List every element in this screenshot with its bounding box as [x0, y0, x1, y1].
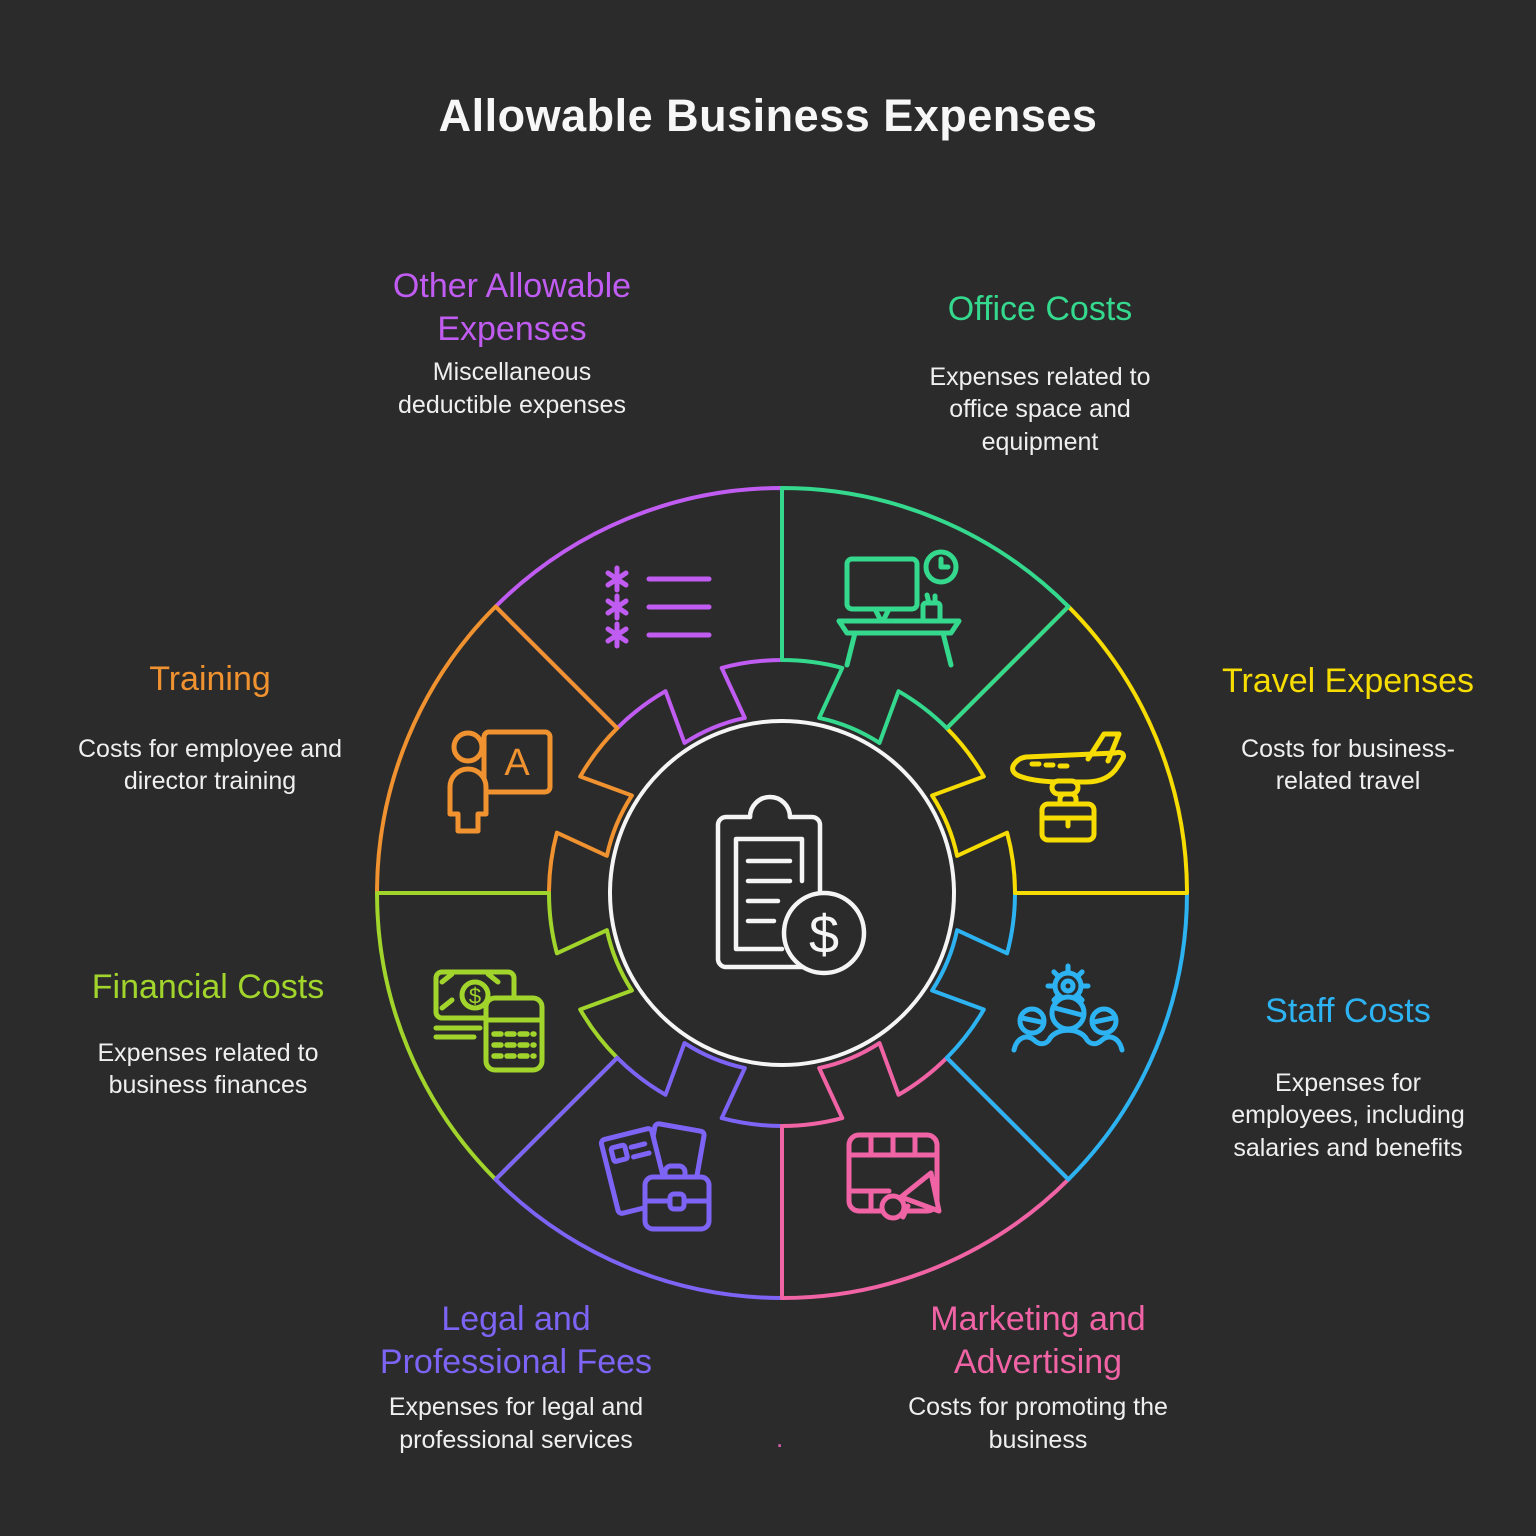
board-letter: A — [504, 742, 530, 784]
segment-desc-legal: Expenses for legal and professional serv… — [388, 1393, 644, 1454]
segment-text-other: Other Allowable Expenses Miscellaneous d… — [292, 265, 732, 421]
asterisk-list-icon — [605, 565, 712, 649]
clock-hands — [938, 556, 951, 570]
segment-text-training: Training Costs for employee and director… — [25, 658, 395, 798]
billboard-megaphone-icon — [846, 1132, 942, 1221]
megaphone-handle — [900, 1203, 911, 1220]
billboard-cells-top — [868, 1132, 918, 1158]
airplane-briefcase-icon — [1010, 731, 1126, 843]
sector-training — [375, 604, 634, 895]
clipboard-lines — [745, 858, 793, 924]
asterisk-2 — [605, 593, 629, 621]
plane-windows — [1029, 761, 1070, 769]
documents-briefcase-icon — [598, 1121, 712, 1232]
briefcase-handle — [662, 1163, 688, 1180]
trainer-body — [447, 766, 489, 834]
segment-text-staff: Staff Costs Expenses for employees, incl… — [1166, 990, 1530, 1164]
team-shoulders — [1011, 1027, 1125, 1053]
briefcase — [1039, 801, 1097, 843]
person-right-hair — [1091, 1015, 1116, 1025]
office-desk-icon — [836, 549, 962, 668]
person-center-hair — [1052, 1005, 1085, 1018]
page-title: Allowable Business Expenses — [438, 90, 1098, 141]
sector-office — [780, 486, 1071, 745]
trainer-board-icon: A — [447, 729, 553, 834]
briefcase-lock — [667, 1191, 687, 1212]
banknote-corners — [439, 971, 501, 1011]
clipboard-clip — [747, 794, 793, 820]
person-left-hair — [1019, 1015, 1044, 1025]
calculator-buttons — [491, 1031, 537, 1059]
segment-label-financial: Financial Costs — [91, 968, 325, 1006]
money-stack-lines — [433, 1025, 483, 1040]
stray-dot: . — [776, 1423, 784, 1453]
segment-desc-financial: Expenses related to business finances — [97, 1038, 319, 1100]
document-details — [608, 1141, 652, 1164]
segment-desc-staff: Expenses for employees, including salari… — [1231, 1068, 1465, 1162]
segment-desc-marketing: Costs for promoting the business — [908, 1393, 1168, 1454]
money-calculator-icon: $ — [433, 969, 545, 1073]
document-photo — [608, 1142, 630, 1164]
segment-text-marketing: Marketing and Advertising Costs for prom… — [818, 1298, 1258, 1456]
sector-other — [493, 486, 784, 745]
segment-label-training: Training — [149, 660, 271, 698]
clock-icon — [923, 549, 959, 585]
desk-legs — [844, 630, 954, 668]
sector-financial — [375, 891, 634, 1182]
segment-label-travel: Travel Expenses — [1222, 662, 1474, 700]
sector-legal — [493, 1041, 784, 1300]
clipboard-sheet — [733, 836, 805, 952]
trainer-head — [451, 730, 485, 764]
segment-text-travel: Travel Expenses Costs for business- rela… — [1166, 660, 1530, 798]
billboard-cells-bottom — [846, 1188, 892, 1214]
plane-tail — [1085, 731, 1122, 764]
banknote — [433, 969, 517, 1021]
desk-top — [836, 618, 962, 636]
plane-body — [1010, 749, 1126, 785]
asterisk-3 — [605, 621, 629, 649]
segment-label-other: Other Allowable Expenses — [392, 267, 632, 348]
asterisk-1 — [605, 565, 629, 593]
gear-hole — [1060, 978, 1076, 994]
clipboard-dollar-icon: $ — [715, 794, 867, 976]
segment-label-legal: Legal and Professional Fees — [379, 1300, 653, 1381]
document-lines — [628, 1141, 652, 1160]
segment-label-office: Office Costs — [947, 290, 1133, 328]
sector-staff — [930, 891, 1189, 1182]
segment-label-marketing: Marketing and Advertising — [930, 1300, 1146, 1381]
banknote-dollar-symbol: $ — [469, 984, 481, 1009]
pen-cup — [920, 600, 943, 624]
person-left-head — [1017, 1006, 1047, 1036]
wheel-sectors — [375, 486, 1189, 1300]
training-board — [481, 729, 553, 795]
team-gear-icon — [1011, 963, 1125, 1053]
segment-desc-office: Expenses related to office space and equ… — [929, 362, 1151, 456]
clipboard-body — [715, 814, 823, 970]
dollar-symbol: $ — [809, 905, 839, 965]
sector-travel — [930, 604, 1189, 895]
segment-desc-travel: Costs for business- related travel — [1241, 734, 1455, 796]
segment-label-staff: Staff Costs — [1265, 992, 1431, 1030]
banknote-dollar-circle — [459, 979, 491, 1011]
center-circle — [608, 719, 956, 1067]
sector-marketing — [780, 1041, 1071, 1300]
segment-desc-training: Costs for employee and director training — [77, 734, 343, 796]
monitor — [844, 556, 920, 612]
segment-text-office: Office Costs Expenses related to office … — [820, 288, 1260, 458]
segment-desc-other: Miscellaneous deductible expenses — [398, 358, 626, 419]
dollar-coin — [781, 890, 867, 976]
briefcase-latch — [1039, 815, 1097, 829]
megaphone-cone — [898, 1170, 942, 1214]
briefcase-handle — [1057, 791, 1079, 807]
megaphone-mouth — [879, 1193, 907, 1221]
segment-text-legal: Legal and Professional Fees Expenses for… — [296, 1298, 736, 1456]
segment-text-financial: Financial Costs Expenses related to busi… — [18, 966, 398, 1102]
